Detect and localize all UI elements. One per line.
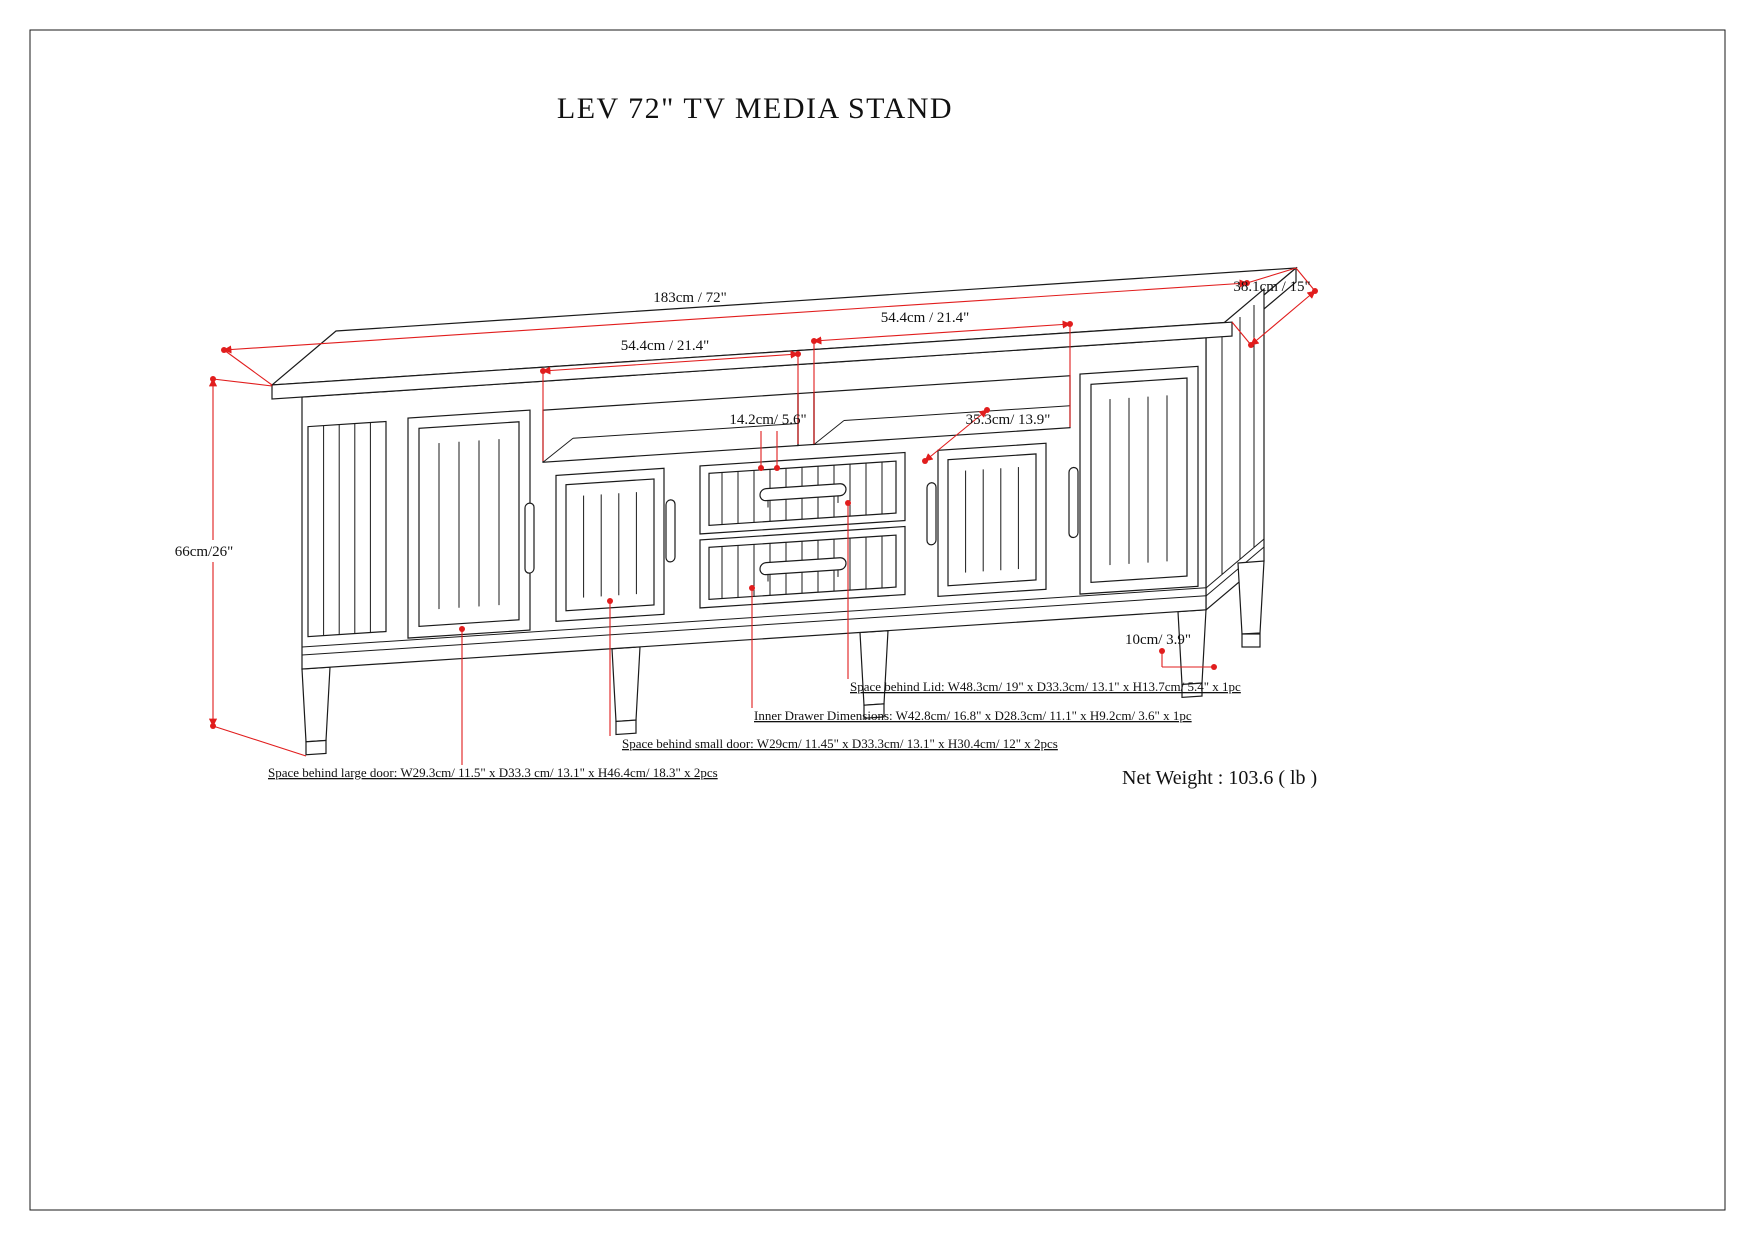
left-slat-panel — [307, 420, 387, 638]
dim-opening-left-label: 54.4cm / 21.4" — [621, 338, 710, 354]
note-lid-text: Space behind Lid: W48.3cm/ 19" x D33.3cm… — [850, 679, 1241, 694]
leg-mid-right-foot — [863, 703, 885, 719]
dim-opening-left: 54.4cm / 21.4" — [540, 338, 801, 461]
dim-opening-right-label: 54.4cm / 21.4" — [881, 310, 970, 326]
note-inner-drawer: Inner Drawer Dimensions: W42.8cm/ 16.8" … — [749, 585, 1192, 723]
upper-drawer-handle — [759, 483, 847, 502]
right-large-door — [1068, 365, 1199, 595]
note-large-door-text: Space behind large door: W29.3cm/ 11.5" … — [268, 765, 718, 780]
net-weight: Net Weight : 103.6 ( lb ) — [1122, 767, 1317, 789]
note-lid: Space behind Lid: W48.3cm/ 19" x D33.3cm… — [845, 500, 1241, 694]
leg-right-foot — [1181, 682, 1203, 699]
base-molding-lower — [302, 595, 1206, 656]
right-small-door-handle — [926, 482, 937, 546]
leg-mid-left-foot — [615, 719, 637, 736]
back-right-leg — [1237, 560, 1265, 648]
left-small-door-handle — [665, 499, 676, 563]
dim-shelf-depth-label: 35.3cm/ 13.9" — [966, 412, 1051, 428]
leg-mid-left — [611, 646, 641, 723]
right-small-door — [926, 442, 1047, 598]
dim-overall-depth-label: 38.1cm / 15" — [1233, 279, 1310, 295]
page-border — [29, 29, 1726, 1211]
left-small-door — [555, 467, 676, 623]
leg-mid-right — [859, 629, 889, 706]
dim-center-divider-label: 14.2cm/ 5.6" — [729, 412, 806, 428]
lower-drawer-handle — [759, 557, 847, 576]
dim-overall-height-label: 66cm/26" — [175, 544, 234, 560]
left-large-door — [407, 409, 535, 639]
leg-left-foot — [305, 739, 327, 756]
leg-left — [301, 666, 331, 743]
front-legs — [301, 609, 1207, 756]
dim-opening-right: 54.4cm / 21.4" — [811, 310, 1073, 444]
dim-overall-width: 183cm / 72" — [221, 267, 1297, 386]
dim-overall-height: 66cm/26" — [175, 376, 307, 757]
dim-leg-height-label: 10cm/ 3.9" — [1125, 632, 1191, 648]
note-inner-drawer-text: Inner Drawer Dimensions: W42.8cm/ 16.8" … — [754, 708, 1192, 723]
left-large-door-handle — [524, 502, 535, 574]
upper-drawer — [699, 451, 906, 535]
note-small-door-text: Space behind small door: W29cm/ 11.45" x… — [622, 736, 1058, 751]
dim-center-divider: 14.2cm/ 5.6" — [729, 412, 807, 471]
dim-leg-height: 10cm/ 3.9" — [1125, 632, 1217, 670]
dim-overall-width-label: 183cm / 72" — [653, 290, 727, 306]
dim-shelf-depth: 35.3cm/ 13.9" — [922, 407, 1050, 464]
right-large-door-handle — [1068, 466, 1079, 539]
note-large-door: Space behind large door: W29.3cm/ 11.5" … — [268, 626, 718, 780]
note-small-door: Space behind small door: W29cm/ 11.45" x… — [607, 598, 1058, 751]
base-molding-upper — [302, 587, 1206, 648]
page-title: LEV 72" TV MEDIA STAND — [557, 92, 953, 125]
lower-drawer — [699, 525, 906, 609]
dim-overall-depth: 38.1cm / 15" — [1231, 267, 1318, 348]
right-side-panel — [1205, 287, 1265, 612]
